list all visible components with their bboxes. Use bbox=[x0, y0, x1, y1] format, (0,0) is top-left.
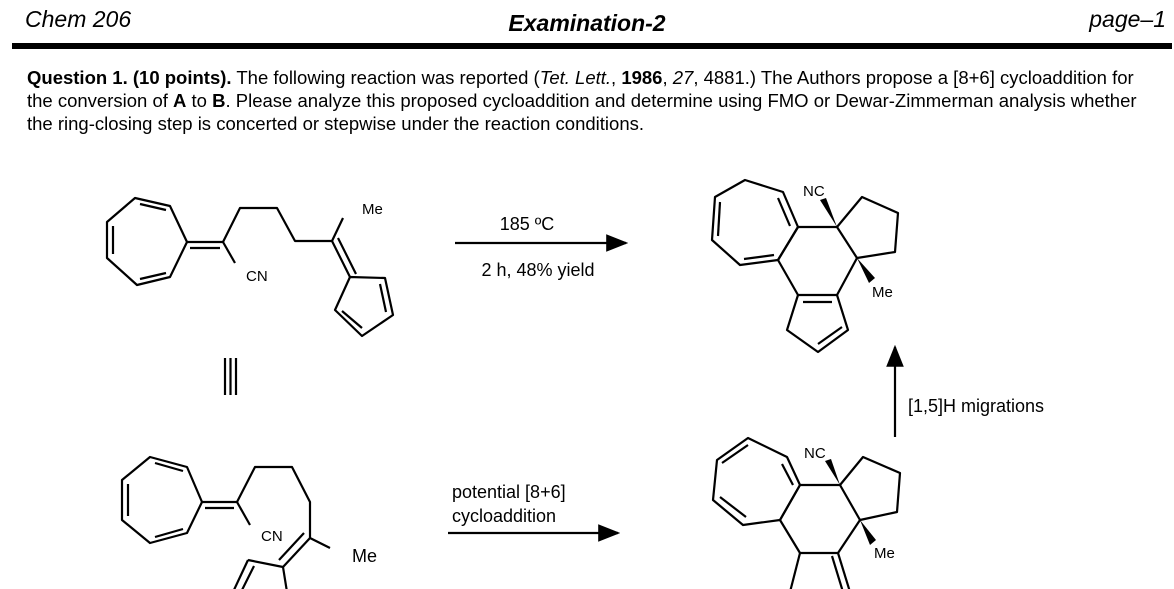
compound-b-structure: NC Me bbox=[710, 178, 900, 354]
nc-label: NC bbox=[803, 183, 825, 200]
me-label: Me bbox=[352, 546, 377, 566]
year: 1986 bbox=[621, 67, 663, 88]
me-label: Me bbox=[872, 284, 893, 301]
nc-label: NC bbox=[804, 445, 826, 462]
me-label: Me bbox=[362, 201, 383, 218]
compound-a-structure: Me CN bbox=[105, 196, 395, 338]
cycloaddition-label-2: cycloaddition bbox=[452, 506, 556, 526]
q-text: , 4881.) The Authors propose a [8+6] cyc… bbox=[27, 67, 1134, 111]
exam-title: Examination-2 bbox=[508, 10, 666, 36]
page-number: page–1 bbox=[1089, 6, 1166, 32]
volume: 27 bbox=[672, 67, 694, 88]
cn-label: CN bbox=[246, 268, 268, 285]
cycloadduct-structure: NC Me bbox=[711, 436, 902, 589]
question-label: Question 1. (10 points). bbox=[27, 67, 232, 88]
compound-a: A bbox=[173, 90, 187, 111]
question-text: Question 1. (10 points). The following r… bbox=[27, 66, 1147, 135]
q-text: , bbox=[662, 67, 673, 88]
migration-label: [1,5]H migrations bbox=[908, 396, 1044, 416]
time-yield: 2 h, 48% yield bbox=[481, 260, 594, 280]
compound-a-conformer: Me CN bbox=[120, 455, 377, 589]
equivalence-sign bbox=[223, 358, 238, 395]
temperature: 185 ºC bbox=[500, 214, 555, 234]
cn-label: CN bbox=[261, 528, 283, 545]
me-label: Me bbox=[874, 545, 895, 562]
q-text: to bbox=[186, 90, 213, 111]
compound-b: B bbox=[212, 90, 226, 111]
q-text: The following reaction was reported ( bbox=[231, 67, 540, 88]
q-text: , bbox=[611, 67, 622, 88]
cycloaddition-label-1: potential [8+6] bbox=[452, 482, 566, 502]
journal: Tet. Lett. bbox=[539, 67, 612, 88]
header-rule bbox=[12, 43, 1172, 49]
q-text: . Please analyze this proposed cycloaddi… bbox=[27, 90, 1137, 134]
course-name: Chem 206 bbox=[25, 6, 132, 32]
